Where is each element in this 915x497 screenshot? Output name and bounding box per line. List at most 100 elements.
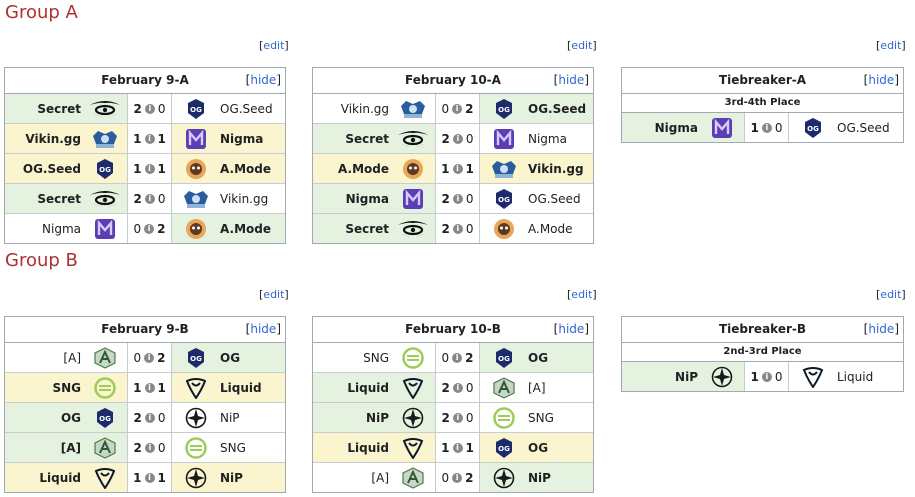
info-icon[interactable]: i: [144, 442, 155, 453]
team-name[interactable]: Liquid: [347, 380, 389, 395]
team-name[interactable]: [A]: [63, 350, 81, 365]
team-right[interactable]: Vikin.gg: [479, 154, 593, 183]
hide-link[interactable]: [hide]: [863, 73, 899, 87]
team-name[interactable]: SNG: [363, 350, 389, 365]
team-left[interactable]: Liquid: [313, 373, 436, 402]
team-right[interactable]: A.Mode: [171, 214, 285, 243]
team-name[interactable]: OG: [220, 350, 241, 365]
edit-link-tbb[interactable]: [edit]: [876, 288, 906, 301]
edit-link-feb9a[interactable]: [edit]: [259, 39, 289, 52]
team-name[interactable]: Nigma: [42, 221, 81, 236]
team-name[interactable]: SNG: [220, 440, 246, 455]
team-name[interactable]: NiP: [220, 410, 240, 425]
team-right[interactable]: Vikin.gg: [171, 184, 285, 213]
hide-link[interactable]: [hide]: [245, 322, 281, 336]
team-name[interactable]: SNG: [52, 380, 81, 395]
team-left[interactable]: Liquid: [313, 433, 436, 462]
team-name[interactable]: A.Mode: [220, 221, 271, 236]
info-icon[interactable]: i: [144, 472, 155, 483]
team-left[interactable]: SNG: [313, 343, 436, 372]
edit-link-feb10a[interactable]: [edit]: [567, 39, 597, 52]
info-icon[interactable]: i: [452, 103, 463, 114]
team-left[interactable]: Nigma: [5, 214, 128, 243]
team-name[interactable]: Secret: [345, 131, 389, 146]
info-icon[interactable]: i: [452, 133, 463, 144]
team-name[interactable]: OG.Seed: [528, 101, 587, 116]
team-name[interactable]: A.Mode: [528, 221, 573, 236]
info-icon[interactable]: i: [144, 163, 155, 174]
hide-link[interactable]: [hide]: [245, 73, 281, 87]
info-icon[interactable]: i: [452, 442, 463, 453]
team-left[interactable]: Secret: [5, 94, 128, 123]
team-name[interactable]: Liquid: [347, 440, 389, 455]
team-left[interactable]: Vikin.gg: [5, 124, 128, 153]
team-right[interactable]: SNG: [479, 403, 593, 432]
team-name[interactable]: OG.Seed: [528, 191, 581, 206]
team-name[interactable]: OG.Seed: [22, 161, 81, 176]
team-left[interactable]: Vikin.gg: [313, 94, 436, 123]
team-name[interactable]: Liquid: [39, 470, 81, 485]
edit-link-feb9b[interactable]: [edit]: [259, 288, 289, 301]
team-name[interactable]: OG.Seed: [220, 101, 273, 116]
team-name[interactable]: OG.Seed: [837, 120, 890, 135]
team-name[interactable]: Nigma: [654, 120, 698, 135]
info-icon[interactable]: i: [452, 412, 463, 423]
info-icon[interactable]: i: [452, 472, 463, 483]
team-name[interactable]: Vikin.gg: [340, 101, 389, 116]
team-name[interactable]: Secret: [345, 221, 389, 236]
team-left[interactable]: Secret: [313, 214, 436, 243]
info-icon[interactable]: i: [452, 163, 463, 174]
hide-link[interactable]: [hide]: [553, 73, 589, 87]
info-icon[interactable]: i: [144, 193, 155, 204]
team-name[interactable]: Liquid: [220, 380, 262, 395]
info-icon[interactable]: i: [144, 223, 155, 234]
team-name[interactable]: OG: [60, 410, 81, 425]
team-right[interactable]: Liquid: [171, 373, 285, 402]
team-name[interactable]: Liquid: [837, 369, 874, 384]
team-left[interactable]: Nigma: [313, 184, 436, 213]
team-right[interactable]: SNG: [171, 433, 285, 462]
info-icon[interactable]: i: [144, 133, 155, 144]
team-left[interactable]: Liquid: [5, 463, 128, 492]
team-right[interactable]: NiP: [171, 463, 285, 492]
team-left[interactable]: NiP: [622, 362, 745, 391]
team-name[interactable]: [A]: [371, 470, 389, 485]
info-icon[interactable]: i: [144, 352, 155, 363]
team-name[interactable]: OG: [528, 350, 549, 365]
team-name[interactable]: Nigma: [345, 191, 389, 206]
team-name[interactable]: [A]: [60, 440, 81, 455]
team-name[interactable]: A.Mode: [220, 161, 271, 176]
team-name[interactable]: [A]: [528, 380, 546, 395]
team-left[interactable]: NiP: [313, 403, 436, 432]
edit-link-feb10b[interactable]: [edit]: [567, 288, 597, 301]
info-icon[interactable]: i: [452, 193, 463, 204]
team-name[interactable]: Nigma: [220, 131, 264, 146]
hide-link[interactable]: [hide]: [863, 322, 899, 336]
team-name[interactable]: A.Mode: [338, 161, 389, 176]
info-icon[interactable]: i: [761, 122, 772, 133]
team-left[interactable]: SNG: [5, 373, 128, 402]
team-name[interactable]: NiP: [675, 369, 698, 384]
info-icon[interactable]: i: [761, 371, 772, 382]
edit-link-tba[interactable]: [edit]: [876, 39, 906, 52]
team-name[interactable]: Vikin.gg: [25, 131, 81, 146]
team-name[interactable]: Secret: [37, 101, 81, 116]
info-icon[interactable]: i: [452, 352, 463, 363]
team-right[interactable]: A.Mode: [171, 154, 285, 183]
team-right[interactable]: [A]: [479, 373, 593, 402]
team-left[interactable]: [A]: [313, 463, 436, 492]
info-icon[interactable]: i: [452, 382, 463, 393]
team-left[interactable]: Nigma: [622, 113, 745, 142]
info-icon[interactable]: i: [144, 412, 155, 423]
team-name[interactable]: Vikin.gg: [528, 161, 584, 176]
team-name[interactable]: SNG: [528, 410, 554, 425]
hide-link[interactable]: [hide]: [553, 322, 589, 336]
team-name[interactable]: NiP: [220, 470, 243, 485]
